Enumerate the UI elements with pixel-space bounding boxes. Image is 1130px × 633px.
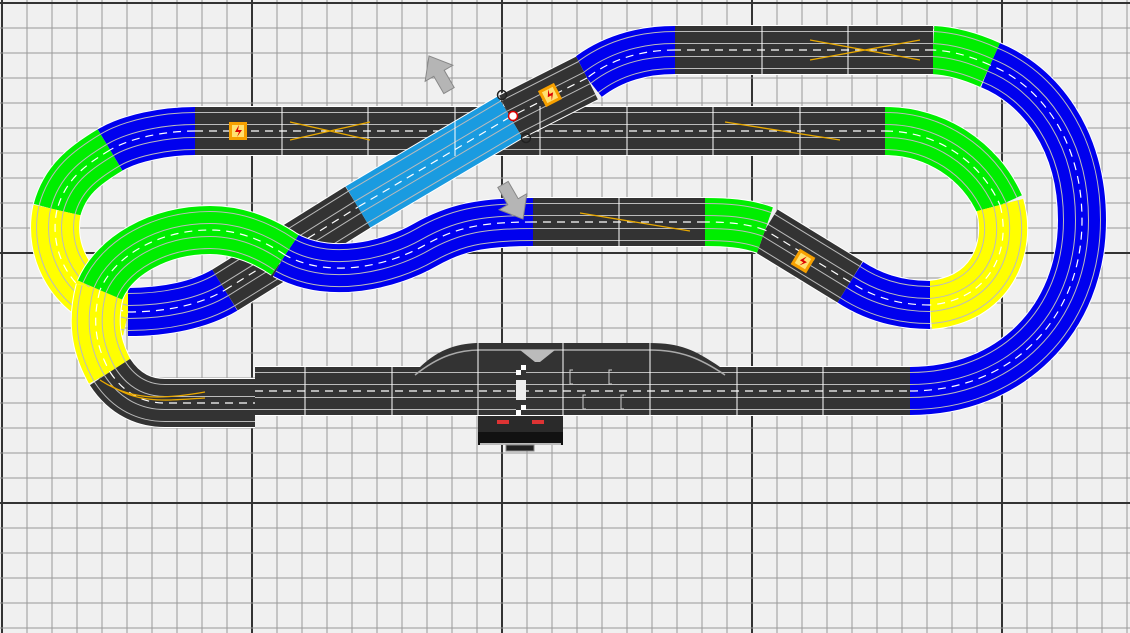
selected-crossing-piece[interactable] — [345, 95, 523, 229]
track-layout[interactable] — [30, 25, 1108, 428]
curve-piece[interactable] — [836, 260, 931, 330]
curve-piece[interactable] — [704, 197, 774, 254]
power-supply-icon[interactable] — [790, 248, 816, 274]
curve-piece[interactable] — [884, 106, 1023, 217]
curve-piece[interactable] — [89, 357, 255, 428]
lane-change-marks — [99, 39, 921, 401]
curve-piece[interactable] — [931, 25, 1001, 88]
power-supply-icon[interactable] — [229, 122, 247, 140]
curve-piece[interactable] — [926, 198, 1029, 330]
lane-change-bump — [420, 343, 720, 367]
curve-piece[interactable] — [272, 197, 534, 294]
rotate-arrow-icon[interactable] — [415, 48, 463, 99]
curve-piece[interactable] — [127, 268, 238, 337]
curve-piece[interactable] — [909, 41, 1108, 416]
curve-piece[interactable] — [70, 283, 133, 385]
selection-handles[interactable] — [496, 89, 532, 144]
curve-piece[interactable] — [77, 204, 300, 302]
curve-piece[interactable] — [97, 106, 196, 173]
move-arrow-icon[interactable] — [489, 176, 537, 227]
curve-piece[interactable] — [32, 128, 124, 218]
control-unit-icon[interactable] — [478, 416, 563, 452]
curve-piece[interactable] — [571, 25, 676, 99]
start-finish-icon — [516, 350, 555, 415]
power-supply-icon[interactable] — [537, 82, 563, 108]
piece-separators — [281, 25, 849, 416]
grid-position-marks — [569, 369, 624, 410]
